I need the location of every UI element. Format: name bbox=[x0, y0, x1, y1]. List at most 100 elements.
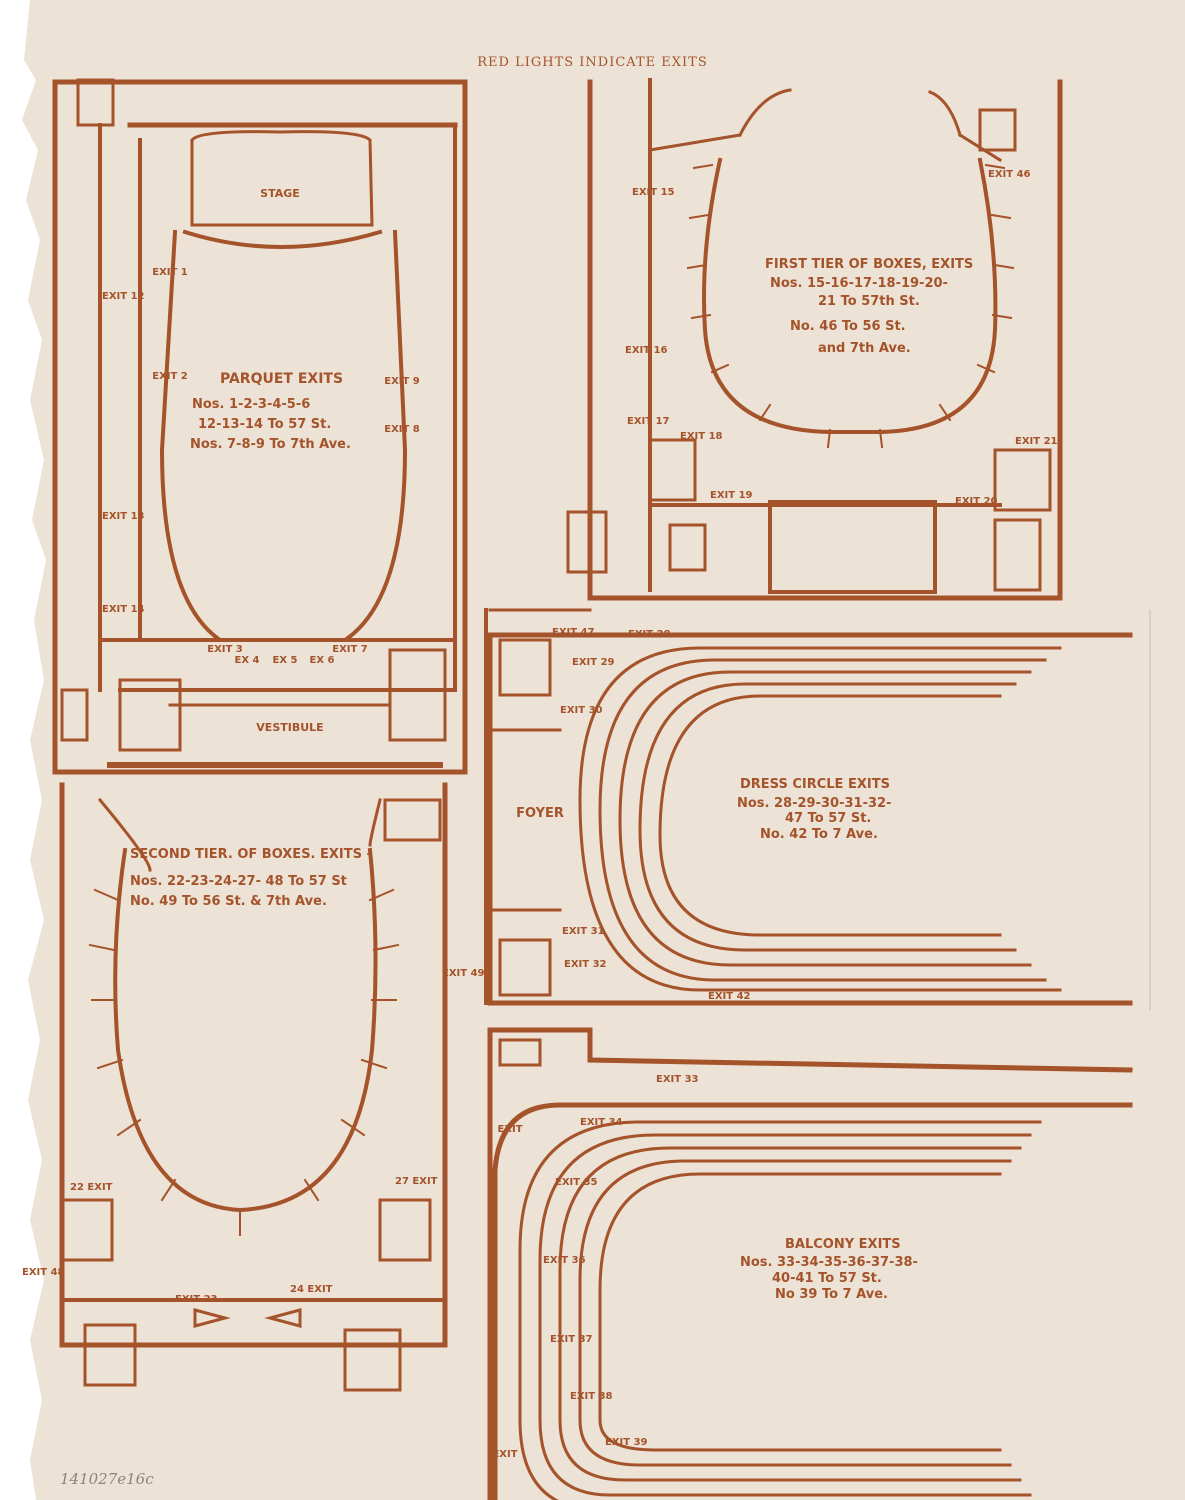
exit-label: 27 EXIT bbox=[395, 1176, 438, 1187]
second-tier-stair-block bbox=[83, 1323, 137, 1387]
first-tier-connector bbox=[648, 133, 742, 152]
first-tier-proscenium-right bbox=[928, 90, 962, 137]
exit-label: EXIT 13 bbox=[102, 511, 145, 522]
first-tier-box-partition bbox=[690, 313, 712, 320]
dress-circle-outer-wall bbox=[487, 632, 1133, 1006]
exit-label: EXIT 21 bbox=[1015, 436, 1058, 447]
parquet-stair-block bbox=[76, 78, 115, 127]
second-tier-box-partition bbox=[160, 1178, 177, 1202]
second-tier-title-line: No. 49 To 56 St. & 7th Ave. bbox=[130, 894, 327, 909]
first-tier-box-partition bbox=[688, 213, 710, 220]
second-tier-box-partition bbox=[96, 1058, 124, 1070]
exit-label: EXIT 2 bbox=[152, 371, 188, 382]
dress-circle-title-line: 47 To 57 St. bbox=[785, 811, 872, 826]
exit-label: 22 EXIT bbox=[70, 1182, 113, 1193]
second-tier-exit-mark bbox=[193, 1308, 231, 1328]
balcony-tier-arc bbox=[538, 1133, 1032, 1497]
balcony-sweep-curve bbox=[492, 1102, 1133, 1500]
exit-label: EX 6 bbox=[309, 655, 335, 666]
second-tier-box-partition bbox=[303, 1178, 320, 1202]
exit-label: EXIT 14 bbox=[102, 604, 145, 615]
exit-label: EX 5 bbox=[272, 655, 298, 666]
dress-circle-foyer-label: FOYER bbox=[516, 806, 564, 821]
first-tier-box-partition bbox=[710, 363, 730, 374]
balcony-title-line: Nos. 33-34-35-36-37-38- bbox=[740, 1255, 918, 1270]
first-tier-lobby bbox=[768, 500, 937, 594]
first-tier-box-partition bbox=[826, 428, 832, 449]
exit-label: EXIT bbox=[497, 1124, 523, 1135]
second-tier-exit-mark bbox=[264, 1308, 302, 1328]
orchestra-pit bbox=[182, 229, 383, 249]
stage-outline bbox=[190, 130, 374, 227]
exit-label: EXIT 18 bbox=[680, 431, 723, 442]
exit-label: EXIT 38 bbox=[570, 1391, 613, 1402]
exit-label: EXIT 8 bbox=[384, 424, 420, 435]
parquet-plan bbox=[52, 78, 468, 775]
exit-label: EXIT 28 bbox=[628, 629, 671, 640]
balcony-tier-arc bbox=[518, 1120, 1042, 1500]
dress-circle-stair-block bbox=[498, 638, 552, 697]
exit-label: EXIT 47 bbox=[552, 627, 595, 638]
first-tier-stair-block bbox=[993, 448, 1052, 512]
first-tier-box-partition bbox=[976, 363, 996, 374]
exit-label: EXIT 20 bbox=[955, 496, 998, 507]
dress-circle-tier-arc bbox=[578, 646, 1062, 992]
exit-label: EXIT 42 bbox=[708, 991, 751, 1002]
parquet-stair-block bbox=[388, 648, 447, 742]
dress-circle-tier-arc bbox=[598, 658, 1047, 982]
parquet-title-line: Nos. 1-2-3-4-5-6 bbox=[192, 397, 311, 412]
first-tier-title-line: Nos. 15-16-17-18-19-20- bbox=[770, 276, 948, 291]
second-tier-outer-wall bbox=[59, 782, 448, 1348]
inventory-note: 141027e16c bbox=[60, 1470, 154, 1488]
page-header: RED LIGHTS INDICATE EXITS bbox=[477, 55, 708, 70]
first-tier-box-partition bbox=[990, 213, 1012, 220]
balcony-stair-block bbox=[498, 1038, 542, 1067]
second-tier-proscenium-right bbox=[368, 798, 382, 847]
second-tier-box-partition bbox=[116, 1118, 142, 1137]
first-tier-box-partition bbox=[991, 313, 1013, 320]
exit-label: EXIT 23 bbox=[175, 1294, 218, 1305]
first-tier-box-partition bbox=[692, 163, 714, 170]
dress-circle-tier-arc bbox=[658, 694, 1002, 937]
exit-label: EXIT 17 bbox=[627, 416, 670, 427]
second-tier-stair-block bbox=[60, 1198, 114, 1262]
exit-label: EXIT 16 bbox=[625, 345, 668, 356]
dress-circle-plan bbox=[484, 608, 1133, 1006]
exit-label: EXIT 35 bbox=[555, 1177, 598, 1188]
parquet-stage-label: STAGE bbox=[260, 187, 300, 200]
second-tier-stair-block bbox=[343, 1328, 402, 1392]
second-tier-stair-block bbox=[378, 1198, 432, 1262]
dress-circle-title: DRESS CIRCLE EXITS bbox=[740, 777, 890, 792]
balcony-tier-arc bbox=[578, 1159, 1012, 1467]
first-tier-title-line: and 7th Ave. bbox=[818, 341, 911, 356]
first-tier-title-line: No. 46 To 56 St. bbox=[790, 319, 906, 334]
dress-circle-title-line: No. 42 To 7 Ave. bbox=[760, 827, 878, 842]
first-tier-box-partition bbox=[984, 163, 1006, 170]
first-tier-box-partition bbox=[993, 263, 1015, 270]
exit-label: EX 4 bbox=[234, 655, 260, 666]
exit-label: EXIT 19 bbox=[710, 490, 753, 501]
balcony-title: BALCONY EXITS bbox=[785, 1237, 901, 1252]
second-tier-title-line: Nos. 22-23-24-27- 48 To 57 St bbox=[130, 874, 347, 889]
balcony-title-line: No 39 To 7 Ave. bbox=[775, 1287, 888, 1302]
balcony-tier-arc bbox=[558, 1146, 1022, 1482]
parquet-title-line: 12-13-14 To 57 St. bbox=[198, 417, 332, 432]
dress-circle-tier-arc bbox=[638, 682, 1017, 952]
first-tier-box-partition bbox=[878, 428, 884, 449]
first-tier-box-partition bbox=[686, 263, 708, 270]
dress-circle-tier-arc bbox=[618, 670, 1032, 967]
second-tier-plan bbox=[59, 782, 448, 1392]
second-tier-box-partition bbox=[360, 1058, 388, 1070]
first-tier-box-partition bbox=[938, 403, 952, 422]
exit-label: EXIT 3 bbox=[207, 644, 243, 655]
exit-label: EXIT 33 bbox=[656, 1074, 699, 1085]
first-tier-proscenium-left bbox=[737, 88, 792, 138]
first-tier-stair-block bbox=[566, 510, 608, 574]
exit-label: EXIT 15 bbox=[632, 187, 675, 198]
second-tier-stair-block bbox=[383, 798, 442, 842]
exit-label: EXIT bbox=[492, 1449, 518, 1460]
first-tier-stair-block bbox=[993, 518, 1042, 592]
parquet-outer-wall bbox=[52, 79, 468, 775]
second-tier-box-partition bbox=[368, 888, 395, 902]
parquet-title-line: Nos. 7-8-9 To 7th Ave. bbox=[190, 437, 351, 452]
